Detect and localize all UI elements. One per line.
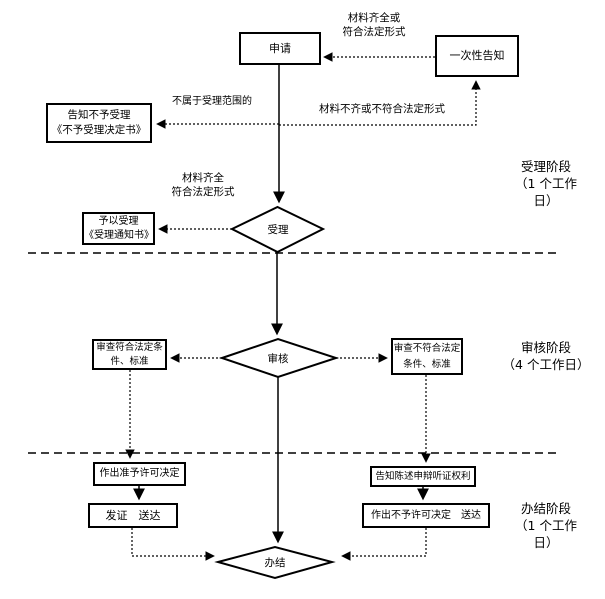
edge-apply-to-one-time-notice — [279, 80, 481, 126]
accept-diamond — [229, 205, 326, 254]
reject-notice-box: 告知不予受理 《不予受理决定书》 — [46, 103, 152, 143]
review-pass-box: 审查符合法定条 件、标准 — [92, 339, 167, 370]
edge-label-materials-complete-or-legal-form: 材料齐全或 符合法定形式 — [342, 12, 406, 39]
grant-decision-box: 作出准予许可决定 — [93, 462, 186, 486]
edge-label-not-in-acceptance-scope: 不属于受理范围的 — [172, 96, 252, 107]
issue-deliver-box: 发证 送达 — [88, 503, 178, 528]
finish-diamond-label: 办结 — [264, 557, 286, 569]
deny-decision-box: 作出不予许可决定 送达 — [362, 503, 490, 528]
edge-issue-to-finish — [131, 528, 215, 561]
hearing-rights-box: 告知陈述申辩听证权利 — [370, 466, 476, 487]
review-diamond — [218, 337, 340, 379]
finish-stage-label: 办结阶段 （1 个工作 日） — [515, 501, 577, 550]
edge-label-materials-incomplete: 材料不齐或不符合法定形式 — [319, 103, 445, 115]
accept-stage-label: 受理阶段 （1 个工作 日） — [515, 159, 577, 208]
edge-label-materials-complete-legal-form: 材料齐全 符合法定形式 — [171, 172, 235, 199]
finish-diamond — [214, 545, 336, 580]
edge-deny-to-finish — [341, 528, 427, 561]
review-stage-label: 审核阶段 （4 个工作日） — [502, 340, 590, 372]
review-fail-box: 审查不符合法定 条件、标准 — [391, 338, 463, 375]
apply-box: 申请 — [239, 32, 321, 65]
accept-notice-box: 予以受理 《受理通知书》 — [82, 212, 155, 245]
one-time-notice-box: 一次性告知 — [435, 35, 519, 77]
accept-diamond-label: 受理 — [267, 224, 289, 236]
review-diamond-label: 审核 — [267, 353, 289, 365]
